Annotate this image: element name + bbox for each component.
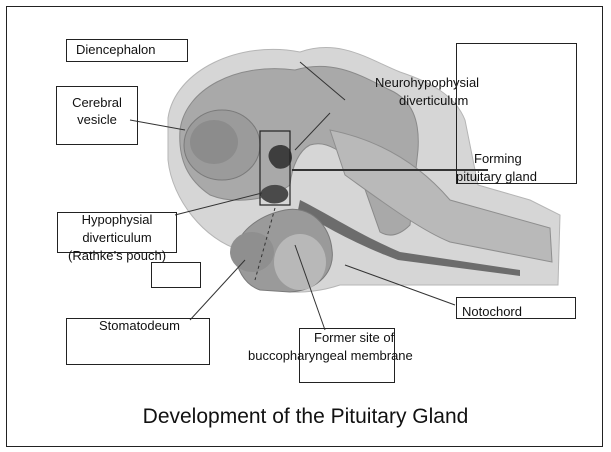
forming-pituitary-label-line2: pituitary gland (456, 169, 537, 185)
forming-pituitary-label-line1: Forming (474, 151, 522, 167)
former-site-label-line1: Former site of (314, 330, 394, 346)
hypophysial-label-line1: Hypophysial (57, 212, 177, 228)
cerebral-vesicle-label-line2: vesicle (60, 112, 134, 128)
former-site-label-line2: buccopharyngeal membrane (248, 348, 413, 364)
diagram-caption: Development of the Pituitary Gland (0, 405, 611, 429)
hypophysial-label-line2: diverticulum (57, 230, 177, 246)
stomatodeum-shape (230, 232, 274, 272)
diencephalon-label: Diencephalon (76, 42, 156, 58)
notochord-label: Notochord (462, 304, 522, 320)
empty-small-box (151, 262, 201, 288)
cerebral-vesicle-label-line1: Cerebral (60, 95, 134, 111)
stomatodeum-label: Stomatodeum (99, 318, 180, 334)
